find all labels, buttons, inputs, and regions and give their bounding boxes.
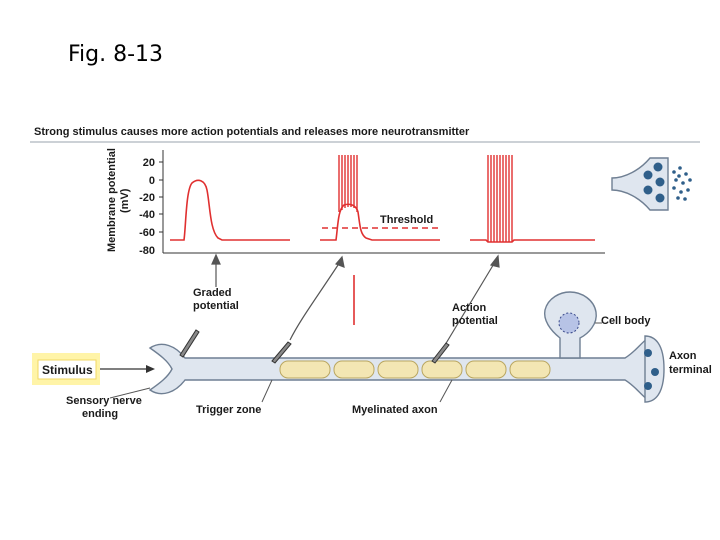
arrowhead <box>334 255 345 268</box>
graded-potential-trace <box>170 179 290 241</box>
stimulus-arrowhead <box>146 365 155 373</box>
stimulus-label: Stimulus <box>42 363 93 377</box>
myelin-segment <box>465 360 507 379</box>
y-axis-label-line2: (mV) <box>119 188 131 213</box>
myelin-segment <box>421 360 463 379</box>
figure-heading: Strong stimulus causes more action poten… <box>34 126 470 138</box>
nucleus <box>558 312 580 334</box>
recording-electrodes <box>179 329 450 364</box>
trigger-zone-label: Trigger zone <box>196 404 261 416</box>
arrowhead <box>211 253 221 265</box>
vesicle <box>644 382 652 390</box>
vesicle <box>655 193 665 203</box>
sensory-leader <box>109 387 151 399</box>
y-tick-0: 0 <box>149 175 155 187</box>
trigger-arrow <box>289 261 341 341</box>
electrode <box>271 341 292 364</box>
strong-stimulus-trace <box>470 239 595 243</box>
myelin-segment <box>377 360 419 379</box>
vesicle <box>653 162 663 172</box>
y-tick-minus80: -80 <box>139 245 155 257</box>
y-tick-minus60: -60 <box>139 227 155 239</box>
stimulus-inner <box>37 359 97 380</box>
vesicle <box>643 185 653 195</box>
y-axis-label: Membrane potential (mV) <box>106 148 131 252</box>
myelinated-axon-label: Myelinated axon <box>352 404 438 416</box>
synapse-detail <box>611 157 692 211</box>
myelin-segment <box>333 360 375 379</box>
y-tick-minus20: -20 <box>139 192 155 204</box>
sensory-label-1: Sensory nerve <box>66 395 142 407</box>
action-label-2: potential <box>452 315 498 327</box>
myelin-leader <box>439 379 453 403</box>
cell-body-label: Cell body <box>601 315 651 327</box>
myelin-segment <box>279 360 331 379</box>
neuron <box>148 291 665 403</box>
y-tick-20: 20 <box>143 157 155 169</box>
medium-stimulus-spikes <box>338 155 358 212</box>
neurotransmitter-dots <box>672 166 692 201</box>
graded-label-2: potential <box>193 300 239 312</box>
y-axis-label-line1: Membrane potential <box>106 148 118 252</box>
graded-label-1: Graded <box>193 287 232 299</box>
sensory-label-2: ending <box>82 408 118 420</box>
myelin-segment <box>509 360 551 379</box>
electrode <box>431 342 450 364</box>
electrode <box>179 329 200 358</box>
action-label-1: Action <box>452 302 487 314</box>
axon-terminal-label-2: terminal <box>669 364 712 376</box>
y-axis-ticks: 20 0 -20 -40 -60 -80 <box>139 157 163 257</box>
vesicle <box>643 170 653 180</box>
axon-terminal-label-1: Axon <box>669 350 697 362</box>
vesicle <box>655 177 665 187</box>
synaptic-terminal <box>611 157 669 211</box>
action-arrow <box>444 261 496 346</box>
vesicle <box>651 368 659 376</box>
arrowhead <box>489 254 500 268</box>
myelin-sheath <box>279 360 551 379</box>
pointer-arrows <box>211 253 500 346</box>
strong-stimulus-spikes <box>487 155 513 242</box>
threshold-label: Threshold <box>380 214 433 226</box>
slide-title: Fig. 8-13 <box>68 42 164 67</box>
trigger-leader <box>261 379 273 403</box>
vesicle <box>644 349 652 357</box>
y-tick-minus40: -40 <box>139 209 155 221</box>
